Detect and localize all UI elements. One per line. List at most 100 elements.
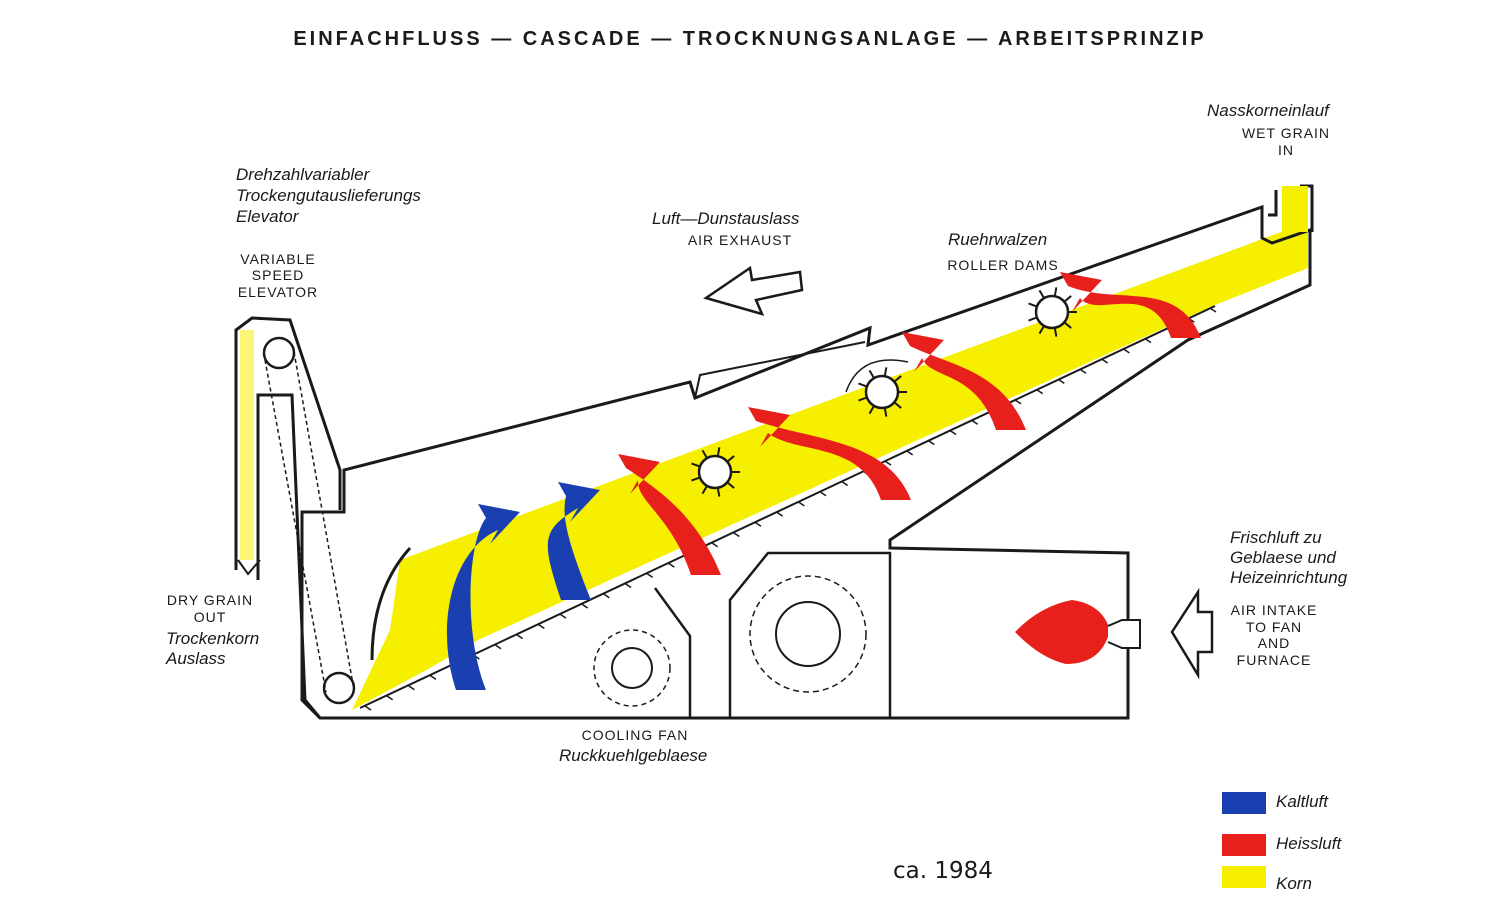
floor-hatch (884, 460, 892, 466)
legend-label-grain: Korn (1276, 874, 1312, 893)
elevator-grain (240, 330, 254, 560)
floor-hatch (1014, 399, 1022, 405)
air-intake-label-en-3: AND (1257, 635, 1291, 651)
grain-flow-band (352, 222, 1308, 710)
heat-fan-hub (775, 601, 841, 667)
elevator-label-en-1: VARIABLE (240, 251, 316, 267)
elevator-label-de-3: Elevator (236, 207, 299, 226)
floor-hatch (1209, 307, 1217, 313)
elevator-label-en-3: ELEVATOR (237, 284, 319, 300)
floor-hatch (646, 572, 654, 578)
fresh-air-label-de-3: Heizeinrichtung (1230, 568, 1348, 587)
burner-flame (1015, 600, 1110, 664)
elevator-left-wall (237, 559, 261, 576)
roller-dams (691, 287, 1077, 497)
floor-hatch (841, 480, 849, 487)
hot-air-arrow (902, 332, 1026, 430)
diagram-title: EINFACHFLUSS — CASCADE — TROCKNUNGSANLAG… (293, 28, 1207, 50)
hot-air-arrow (748, 407, 911, 500)
hot-air-arrow (618, 454, 721, 575)
cold-air-arrow (446, 504, 520, 690)
elevator-label-de-2: Trockengutauslieferungs (236, 186, 421, 205)
inlet-label-de: Nasskorneinlauf (1207, 101, 1329, 120)
hot-air-arrow (1060, 272, 1201, 338)
elevator-label-en-2: SPEED (251, 267, 305, 283)
roller-dam (858, 367, 907, 417)
floor-hatch (1079, 368, 1087, 374)
floor-hatch (1144, 337, 1152, 344)
fresh-air-label-de-1: Frischluft zu (1230, 528, 1322, 547)
floor-hatch (581, 603, 589, 609)
floor-hatch (819, 491, 827, 497)
floor-hatch (797, 501, 805, 507)
floor-hatch (732, 531, 740, 538)
grain-deflector (370, 546, 412, 661)
year-label: ca. 1984 (893, 858, 993, 884)
hot-air-arrows (618, 272, 1201, 575)
cooling-fan-hub (611, 647, 653, 689)
floor-hatch (516, 633, 524, 640)
floor-hatch (602, 593, 610, 599)
cold-air-arrows (446, 482, 600, 690)
roller-rotation-arrow (845, 359, 909, 393)
air-intake-label-en-4: FURNACE (1236, 652, 1312, 668)
legend-swatch-grain (1222, 866, 1266, 888)
elevator-top-pulley (262, 336, 296, 370)
dryer-housing-outline (300, 204, 1312, 720)
exhaust-label-de: Luft—Dunstauslass (652, 209, 800, 228)
floor-hatch (364, 705, 372, 711)
floor-hatch (429, 674, 437, 681)
floor-hatch (906, 450, 914, 456)
air-intake-label-en-1: AIR INTAKE (1230, 602, 1318, 618)
floor-hatch (1101, 358, 1109, 364)
roller-dam (1028, 287, 1077, 337)
floor-hatch (754, 521, 762, 527)
inlet-label-en-1: WET GRAIN (1241, 125, 1331, 141)
burner-nozzle (1107, 619, 1141, 649)
dry-grain-label-en-2: OUT (193, 609, 227, 625)
legend-swatch-cold-air (1222, 792, 1266, 814)
exhaust-label-en: AIR EXHAUST (687, 232, 793, 248)
exhaust-vent (694, 341, 866, 399)
floor-hatch (1057, 378, 1065, 385)
cooling-fan-label-de: Ruckkuehlgeblaese (559, 746, 708, 765)
floor-hatch (1036, 389, 1044, 395)
dry-grain-label-de-2: Auslass (166, 649, 226, 668)
floor-hatch (624, 582, 632, 589)
floor-hatch (1122, 348, 1130, 354)
legend-swatch-hot-air (1222, 834, 1266, 856)
heat-fan-rotor (749, 575, 867, 693)
roller-dam (691, 447, 740, 497)
rollers-label-en: ROLLER DAMS (947, 257, 1059, 273)
cold-air-arrow (547, 482, 600, 600)
floor-hatch (667, 562, 675, 568)
elevator-belt (264, 351, 355, 693)
dry-grain-label-en-1: DRY GRAIN (166, 592, 254, 608)
floor-hatch (949, 429, 957, 436)
elevator-bottom-pulley (322, 671, 356, 705)
floor-hatch (559, 613, 567, 619)
cooling-fan-housing (653, 551, 892, 718)
legend-label-cold-air: Kaltluft (1276, 792, 1328, 811)
floor-hatch (776, 511, 784, 517)
perforated-floor (359, 305, 1216, 709)
floor-hatch (537, 623, 545, 629)
air-intake-label-en-2: TO FAN (1245, 619, 1303, 635)
floor-hatch (927, 440, 935, 446)
inlet-grain (1282, 186, 1308, 232)
elevator-casing (234, 316, 342, 719)
floor-hatch (971, 419, 979, 425)
rollers-label-de: Ruehrwalzen (948, 230, 1048, 249)
floor-hatch (407, 684, 415, 691)
dry-grain-label-de-1: Trockenkorn (166, 629, 260, 648)
elevator-label-de-1: Drehzahlvariabler (236, 165, 370, 184)
cooling-fan-label-en: COOLING FAN (581, 727, 689, 743)
legend-label-hot-air: Heissluft (1276, 834, 1342, 853)
air-exhaust-arrow (703, 265, 804, 316)
floor-hatch (494, 644, 502, 650)
fresh-air-label-de-2: Geblaese und (1230, 548, 1336, 567)
air-intake-arrow (1170, 587, 1214, 680)
floor-hatch (386, 695, 394, 701)
